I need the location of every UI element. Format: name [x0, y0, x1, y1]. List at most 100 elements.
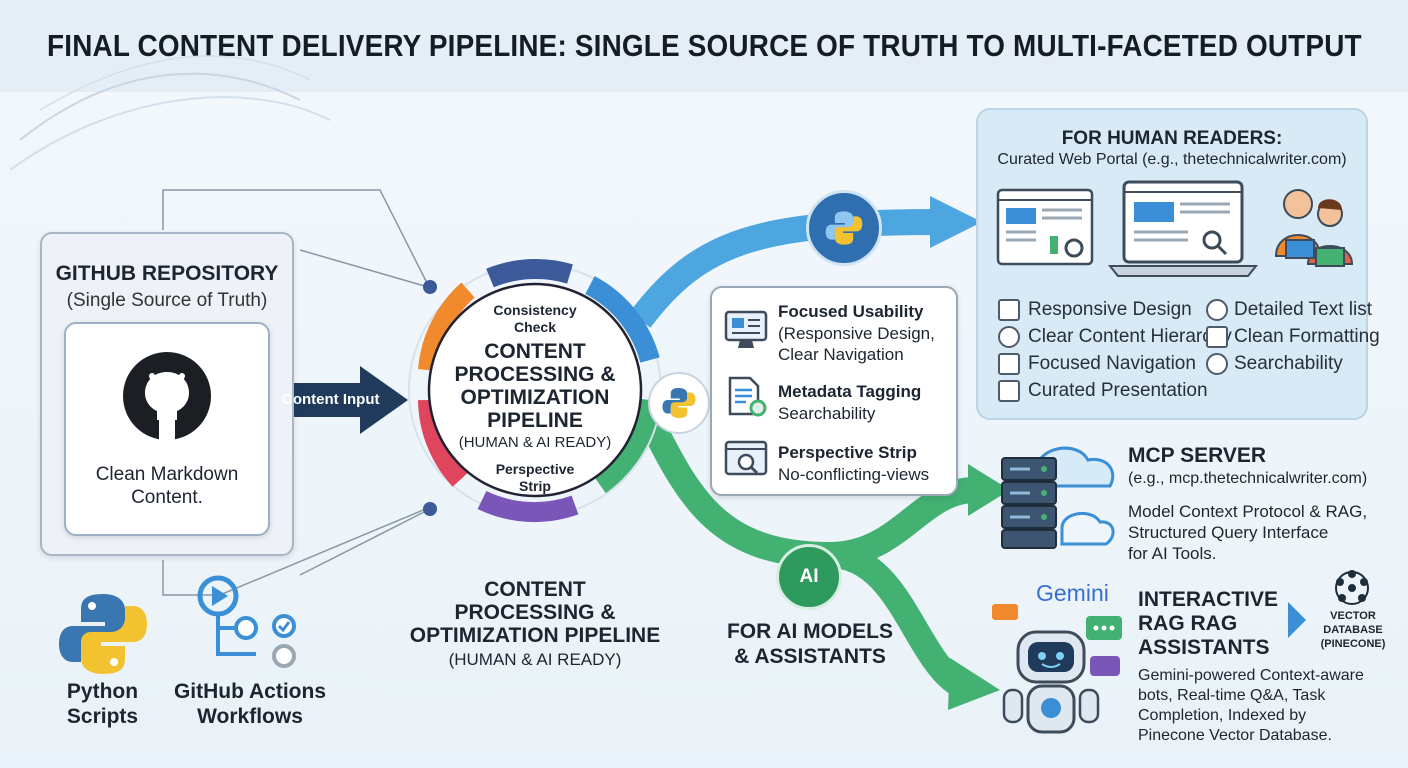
rag-title-line1: INTERACTIVE [1138, 588, 1279, 611]
ring-node [423, 280, 437, 294]
hierarchy-icon [998, 326, 1020, 348]
green-flow-arrow-rag [828, 542, 968, 697]
monitor-icon [724, 310, 768, 348]
document-gear-icon [728, 376, 767, 417]
ai-badge: AI [776, 544, 842, 610]
process-item-desc: Clear Navigation [778, 345, 904, 364]
rag-desc-line: Gemini-powered Context-aware [1138, 667, 1364, 684]
python-label-line1: Python [66, 680, 139, 703]
navigation-list-icon [998, 353, 1020, 375]
page-title: FINAL CONTENT DELIVERY PIPELINE: SINGLE … [46, 28, 1362, 63]
rag-title-line2: RAG RAG [1138, 612, 1238, 635]
search-icon [1206, 353, 1228, 375]
human-feature: Clear Content Hierarchy [1028, 326, 1232, 347]
human-subtitle: Curated Web Portal (e.g., thetechnicalwr… [997, 151, 1347, 168]
circle-main-line3: OPTIMIZATION [460, 386, 610, 409]
rag-desc-line: Pinecone Vector Database. [1138, 727, 1332, 744]
process-item-title: Metadata Tagging [778, 382, 922, 401]
vector-label-line2: DATABASE [1323, 624, 1383, 636]
actions-label-line2: Workflows [197, 705, 303, 728]
connector-line [299, 509, 429, 576]
human-feature: Curated Presentation [1028, 380, 1208, 401]
connector-line [162, 189, 429, 286]
green-arrow-head-rag [948, 658, 1000, 710]
python-badge-ring [648, 372, 710, 434]
python-icon [662, 388, 696, 418]
circle-bottom-line2: Strip [519, 478, 551, 494]
ring-segment-blue [585, 276, 660, 363]
process-item-desc: No-conflicting-views [778, 465, 930, 484]
circle-bottom-line1: Perspective [495, 461, 575, 477]
caption-line2: PROCESSING & [454, 601, 616, 624]
human-feature: Responsive Design [1028, 299, 1192, 320]
ring-segment-navy [486, 258, 573, 288]
python-icon [59, 594, 147, 674]
github-repository-panel: GITHUB REPOSITORY (Single Source of Trut… [40, 232, 294, 556]
content-input-label: Content Input [282, 391, 380, 408]
ai-badge-text: AI [799, 566, 819, 587]
process-item-title: Perspective Strip [778, 443, 917, 462]
decor-swirl [9, 96, 331, 171]
vector-label-line1: VECTOR [1330, 610, 1376, 622]
human-feature: Focused Navigation [1028, 353, 1196, 374]
python-label-line2: Scripts [66, 705, 139, 728]
responsive-design-icon [998, 299, 1020, 321]
circle-top-line1: Consistency [493, 302, 577, 318]
python-badge-blue [806, 190, 882, 266]
github-actions-icon [197, 575, 296, 668]
green-arrow-head-mcp [968, 464, 1010, 516]
repo-content-line2: Content. [131, 487, 203, 508]
rag-title-line3: ASSISTANTS [1138, 636, 1270, 659]
decor-swirl [19, 72, 301, 141]
mcp-subtitle: (e.g., mcp.thetechnicalwriter.com) [1128, 470, 1368, 487]
vector-label-line3: (PINECONE) [1320, 638, 1386, 650]
ai-label-line1: FOR AI MODELS [726, 620, 894, 643]
mcp-desc-line: Model Context Protocol & RAG, [1128, 502, 1368, 521]
ring-segment-purple [477, 490, 579, 523]
process-features-box: Focused Usability (Responsive Design, Cl… [710, 286, 958, 496]
process-item-desc: (Responsive Design, [778, 324, 935, 343]
mcp-desc-line: Structured Query Interface [1128, 523, 1329, 542]
blue-arrow-head [930, 196, 982, 248]
connector-line [299, 249, 429, 288]
human-readers-panel: FOR HUMAN READERS: Curated Web Portal (e… [976, 108, 1380, 420]
human-title: FOR HUMAN READERS: [1061, 128, 1283, 149]
ring-node [423, 502, 437, 516]
python-icon [825, 211, 863, 245]
process-item-desc: Searchability [778, 404, 876, 423]
open-book-icon [998, 380, 1020, 402]
human-feature: Detailed Text list [1234, 299, 1372, 320]
content-input-arrow [268, 366, 408, 434]
robot-assistant-icon [992, 604, 1122, 734]
circle-main-line2: PROCESSING & [454, 363, 616, 386]
repo-title: GITHUB REPOSITORY [55, 262, 279, 285]
decor-swirl [39, 55, 311, 111]
rag-desc-line: bots, Real-time Q&A, Task [1138, 687, 1326, 704]
vector-arrow-icon [1288, 602, 1306, 638]
gemini-logo-text: Gemini [1036, 580, 1109, 606]
vector-network-icon [1335, 570, 1369, 605]
repo-subtitle: (Single Source of Truth) [66, 290, 268, 311]
circle-main-line4: PIPELINE [487, 409, 583, 432]
laptop-icon [1108, 180, 1258, 277]
readers-people-icon [1274, 189, 1354, 267]
mcp-title: MCP SERVER [1128, 444, 1267, 467]
ring-segment-red [418, 399, 468, 487]
connector-line [162, 507, 429, 596]
actions-label-line1: GitHub Actions [173, 680, 327, 703]
ai-label-line2: & ASSISTANTS [734, 645, 886, 668]
browser-window-icon [996, 188, 1094, 266]
circle-sub: (HUMAN & AI READY) [458, 434, 612, 451]
server-cloud-icon [1001, 446, 1115, 549]
mcp-desc-line: for AI Tools. [1128, 544, 1217, 563]
caption-line1: CONTENT [484, 578, 586, 601]
process-item-title: Focused Usability [778, 302, 924, 321]
human-feature: Searchability [1234, 353, 1343, 374]
ring-segment-orange [418, 282, 475, 372]
repo-content-card: Clean Markdown Content. [64, 322, 270, 536]
human-feature: Clean Formatting [1234, 326, 1380, 347]
caption-line3: OPTIMIZATION PIPELINE [409, 624, 661, 647]
circle-main-line1: CONTENT [484, 340, 586, 363]
repo-content-line1: Clean Markdown [95, 464, 239, 485]
formatting-lines-icon [1206, 326, 1228, 348]
